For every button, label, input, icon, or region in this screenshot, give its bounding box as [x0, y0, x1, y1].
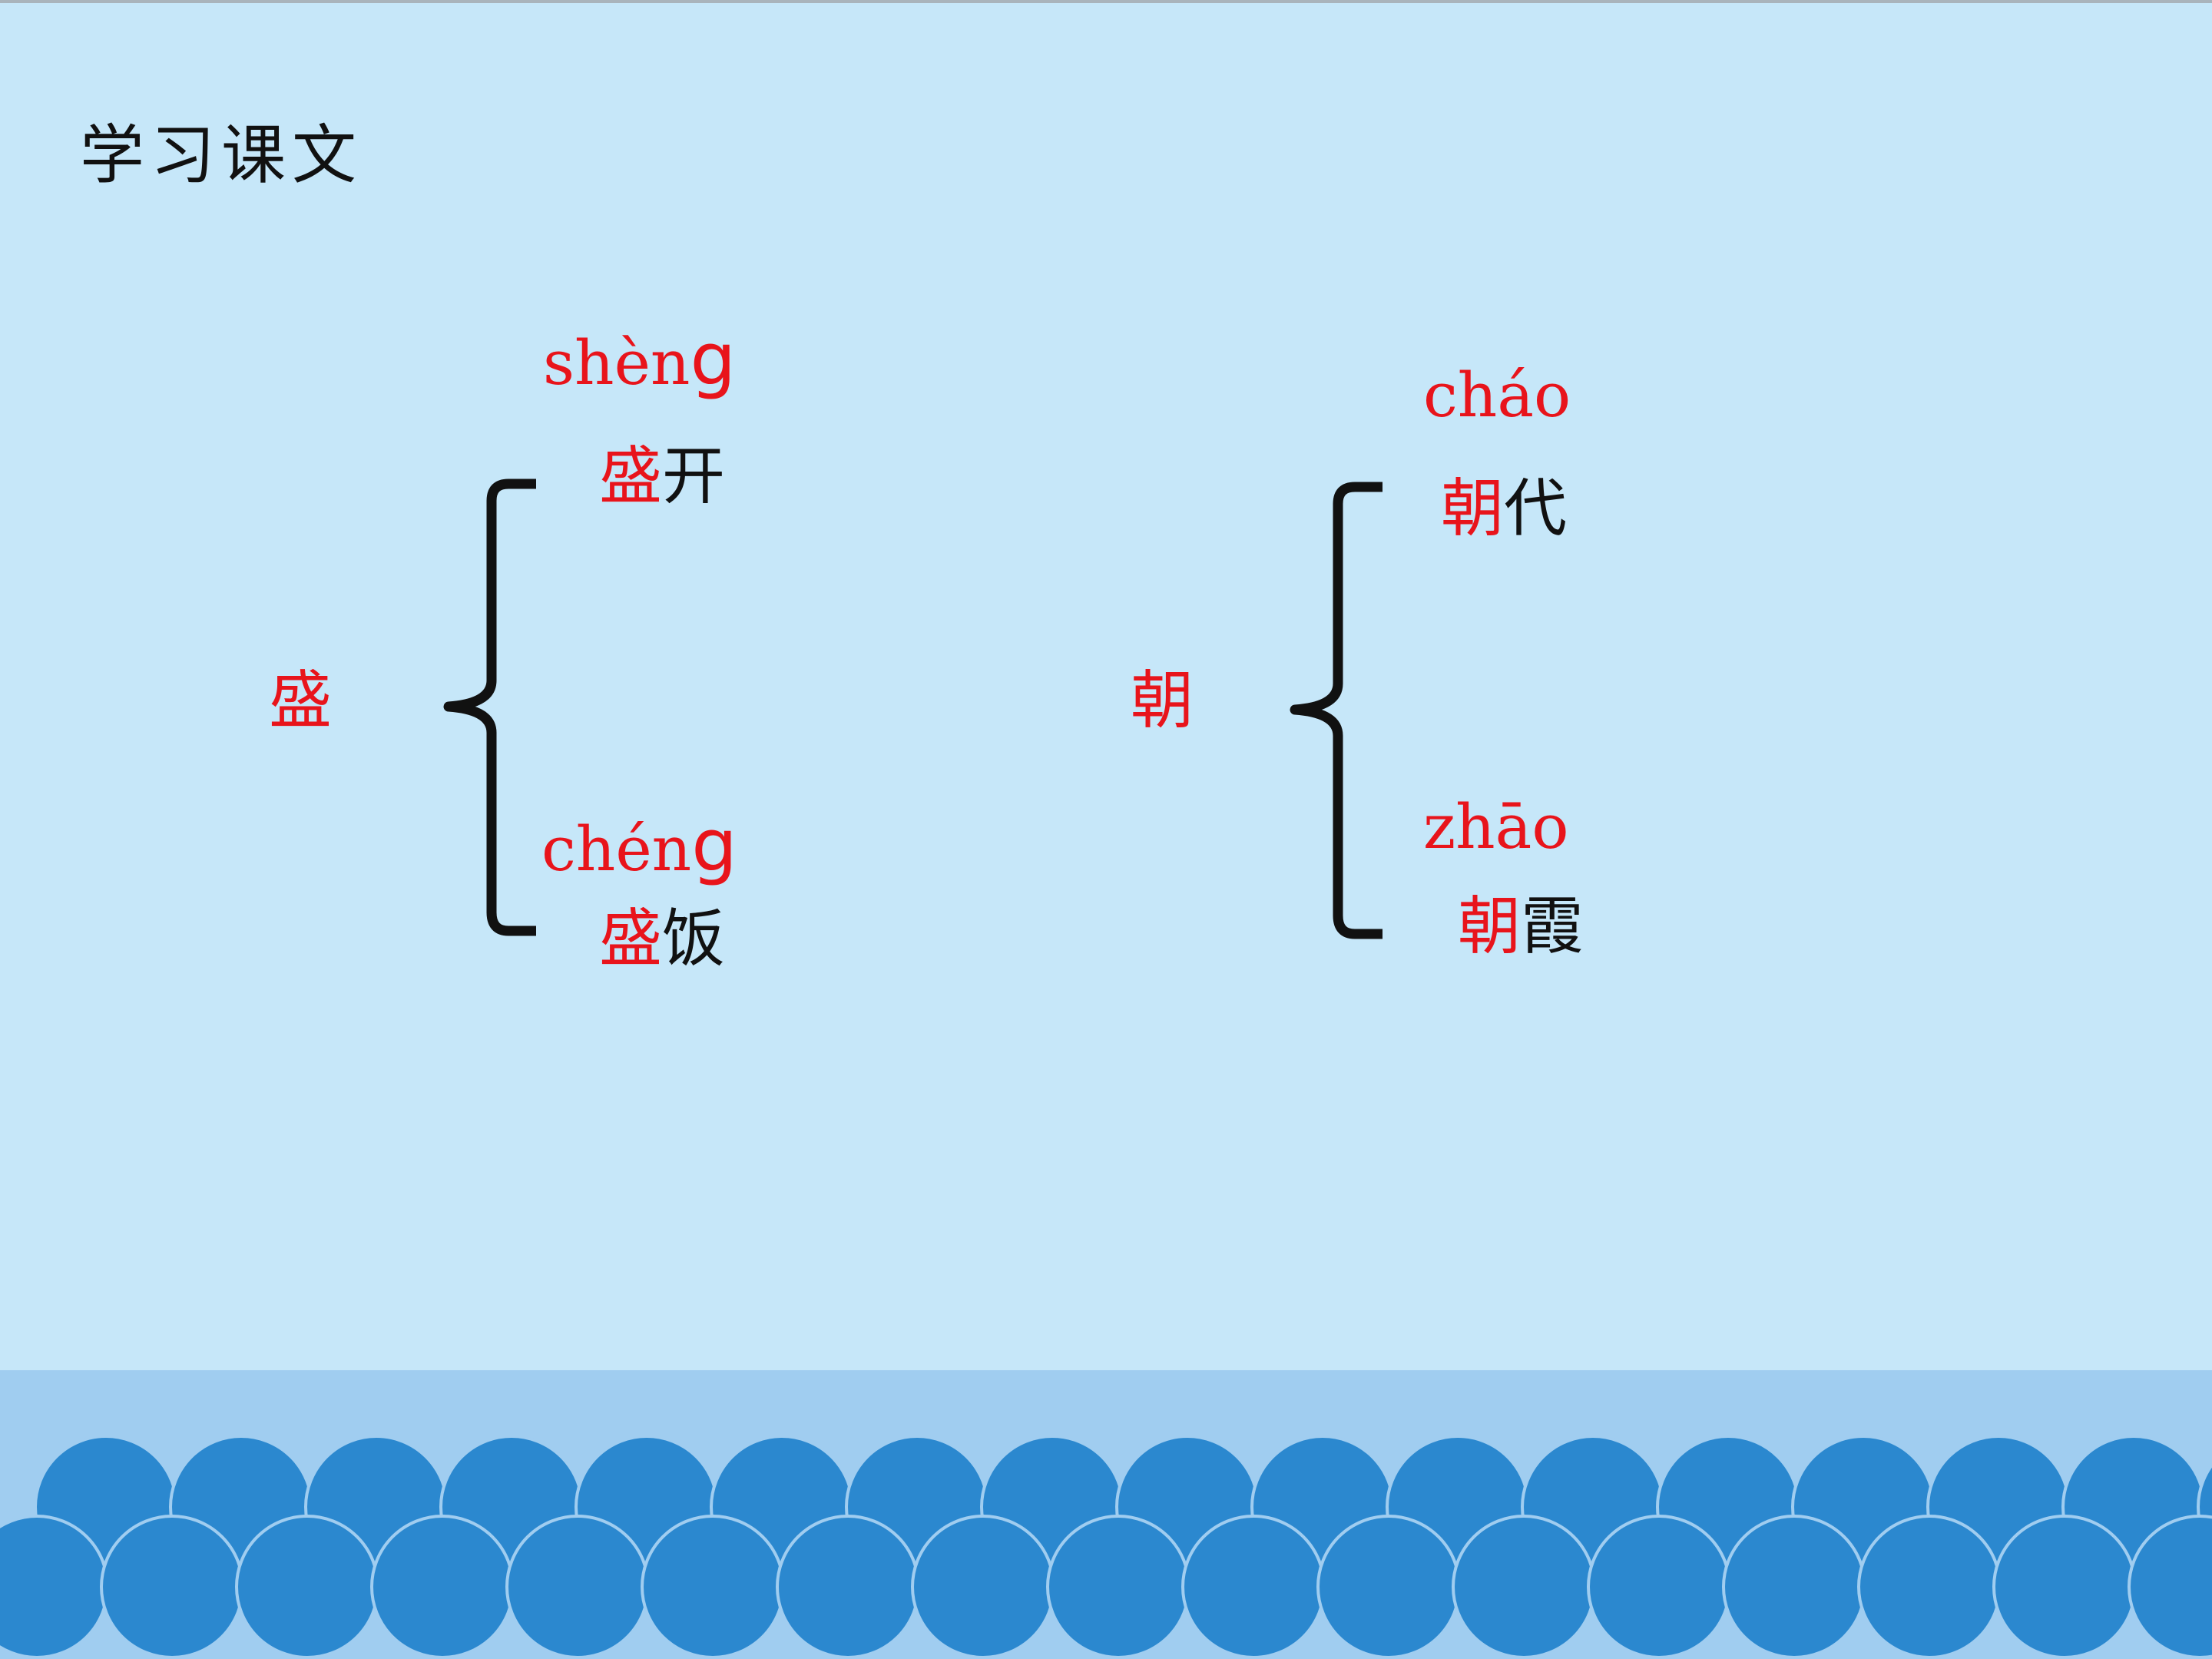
- curly-brace-left: [1290, 482, 1382, 939]
- wave-circle: [1452, 1515, 1596, 1659]
- wave-circle: [1992, 1515, 2137, 1659]
- pinyin-reading: zhāo: [1423, 791, 1569, 863]
- word-character: 代: [1504, 472, 1568, 545]
- wave-circle: [1587, 1515, 1731, 1659]
- pinyin-syllable: shèn: [543, 327, 690, 399]
- pinyin-final-letter: g: [691, 804, 737, 888]
- wave-decoration: [0, 1370, 2212, 1659]
- example-word: 盛饭: [599, 908, 725, 971]
- group-character: 盛: [269, 664, 333, 737]
- top-border: [0, 0, 2212, 3]
- example-word: 朝霞: [1458, 896, 1584, 959]
- word-character-highlight: 朝: [1458, 890, 1522, 963]
- wave-circle: [641, 1515, 785, 1659]
- wave-circle: [235, 1515, 379, 1659]
- wave-circle: [1046, 1515, 1190, 1659]
- wave-circle: [370, 1515, 515, 1659]
- pinyin-final-letter: g: [690, 318, 737, 402]
- word-character-highlight: 盛: [599, 440, 663, 513]
- wave-row-front: [0, 1515, 2212, 1659]
- wave-circle: [1857, 1515, 2002, 1659]
- wave-circle: [1316, 1515, 1461, 1659]
- example-word: 朝代: [1441, 478, 1567, 541]
- word-character: 饭: [662, 902, 726, 975]
- wave-circle: [911, 1515, 1055, 1659]
- group-character: 朝: [1131, 664, 1194, 737]
- word-character-highlight: 朝: [1441, 472, 1505, 545]
- wave-circle: [776, 1515, 920, 1659]
- wave-circle: [100, 1515, 244, 1659]
- wave-circle: [1181, 1515, 1326, 1659]
- pinyin-reading: chéng: [541, 810, 737, 882]
- wave-circle: [2128, 1515, 2212, 1659]
- example-word: 盛开: [599, 445, 725, 508]
- word-character-highlight: 盛: [599, 902, 663, 975]
- wave-circle: [505, 1515, 650, 1659]
- pinyin-reading: cháo: [1423, 359, 1571, 431]
- curly-brace-left: [443, 478, 536, 936]
- word-character: 霞: [1521, 890, 1584, 963]
- pinyin-syllable: chén: [541, 813, 692, 885]
- word-character: 开: [662, 440, 726, 513]
- pinyin-reading: shèng: [543, 324, 736, 396]
- slide-title: 学习课文: [80, 118, 363, 193]
- wave-circle: [1722, 1515, 1866, 1659]
